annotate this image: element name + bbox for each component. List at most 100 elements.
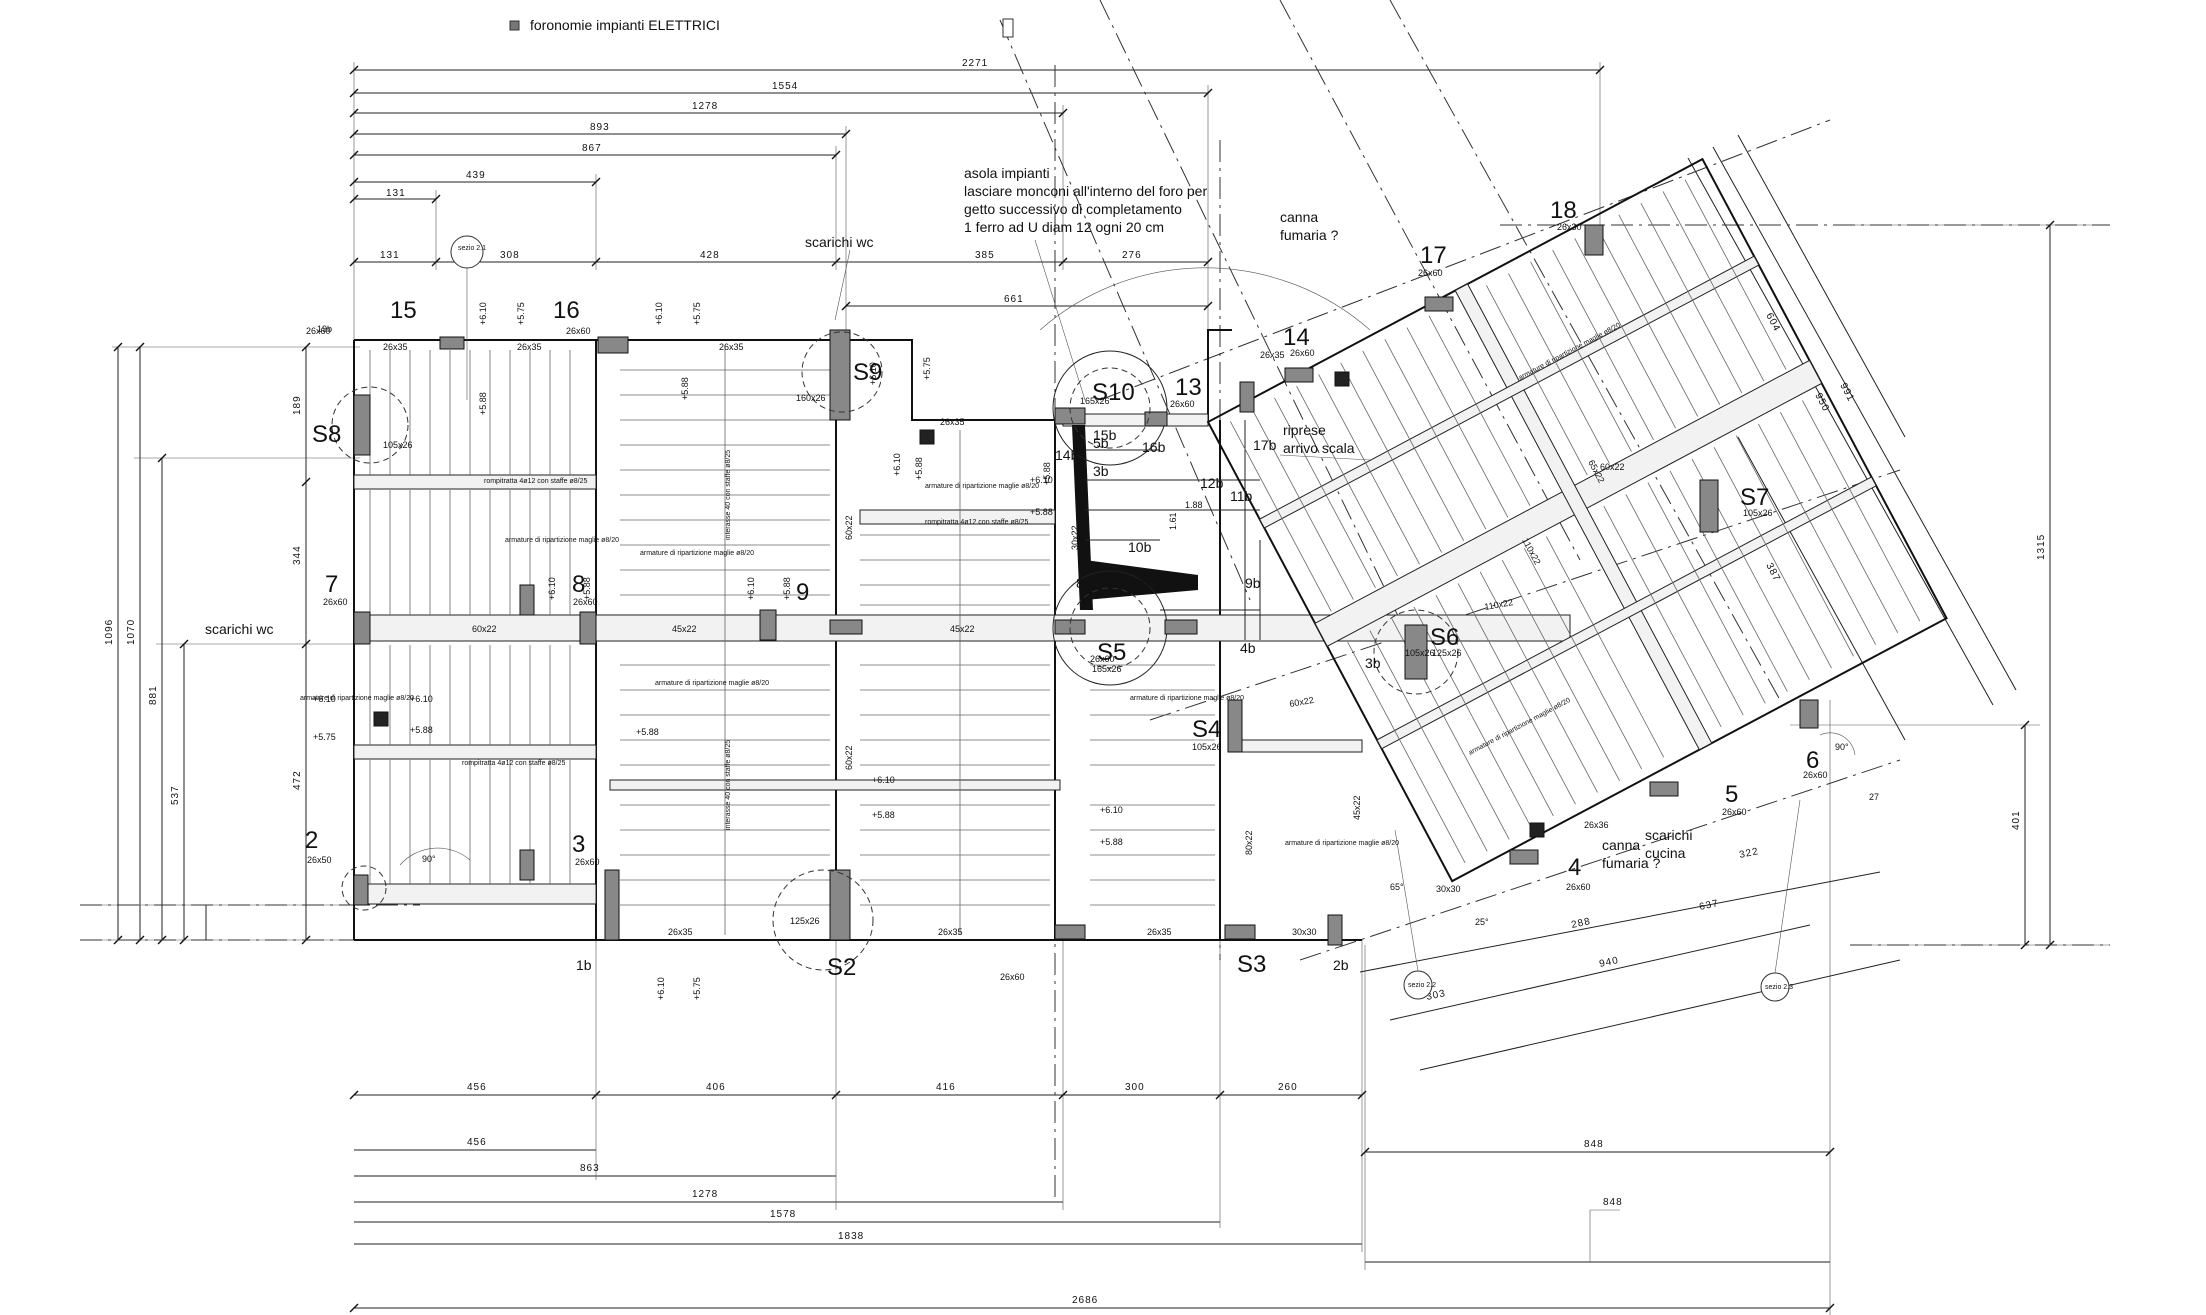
lvl-21: +6.10 [410, 694, 433, 704]
lvl-24: +5.88 [872, 810, 895, 820]
column-circles [331, 331, 1459, 971]
sec-160x26: 160x26 [796, 393, 826, 403]
dim-bot-456b: 456 [467, 1137, 487, 1148]
sheet-ref-23: sezio 2.3 [1765, 984, 1793, 991]
sec-26x35-d: 26x35 [940, 417, 965, 427]
node-6: 6 [1806, 747, 1819, 774]
stair-labels: 15b 16b 14b 17b 12b 11b 10b 9b 8b 7b 6b … [1055, 427, 1277, 591]
sec-165x26-b: 165x26 [1092, 664, 1122, 674]
dim-right-604: 604 [1763, 311, 1782, 334]
annotations: asola impianti lasciare monconi all'inte… [205, 165, 1856, 927]
right-dimension-lines [1687, 134, 2110, 950]
dim-top-1278: 1278 [692, 101, 718, 112]
stair-10b: 10b [1128, 539, 1152, 555]
sec-165x26-a: 165x26 [1080, 396, 1110, 406]
node-2b: 2b [1333, 957, 1349, 973]
note-rompitratta-2: rompitratta 4ø12 con staffe ø8/25 [925, 519, 1028, 526]
stair-188: 1.88 [1185, 500, 1203, 510]
dim-top-893: 893 [590, 122, 610, 133]
note-armature-1: armature di ripartizione maglie ø8/20 [505, 537, 619, 544]
lvl-27: +6.10 [656, 977, 666, 1000]
lvl-10: +5.75 [922, 357, 932, 380]
sec-26x60-m: 26x60 [1090, 654, 1115, 664]
sec-26x60-e: 26x60 [573, 597, 598, 607]
dim-top-428: 428 [700, 250, 720, 261]
lvl-28: +5.75 [692, 977, 702, 1000]
stair-12b: 12b [1200, 475, 1224, 491]
rotated-block [1206, 157, 1948, 883]
canna-fumaria-bottom-1: canna [1602, 837, 1640, 853]
dim-rot-940: 940 [1598, 955, 1620, 970]
sec-26x60-f: 26x60 [575, 857, 600, 867]
sec-26x60-h: 26x60 [1418, 268, 1443, 278]
dim-bot-848b: 848 [1603, 1197, 1623, 1208]
dim-bot-863: 863 [580, 1163, 600, 1174]
dim-top-131b: 131 [380, 250, 400, 261]
sec-26x50: 26x50 [307, 855, 332, 865]
sec-26x30: 26x30 [1557, 222, 1582, 232]
angle-90-right: 90° [1835, 742, 1849, 752]
note-armature-8: armature di ripartizione maglie ø8/20 [1468, 697, 1572, 757]
sec-26x36: 26x36 [1584, 820, 1609, 830]
note-armature-4: armature di ripartizione maglie ø8/20 [300, 695, 414, 702]
node-17: 17 [1420, 242, 1447, 269]
node-S10: S10 [1092, 379, 1135, 406]
lvl-18: +6.10 [313, 694, 336, 704]
dim-bot-406: 406 [706, 1082, 726, 1093]
stair-14b: 14b [1055, 447, 1079, 463]
node-7: 7 [325, 571, 338, 598]
dim-left-1096: 1096 [104, 619, 115, 645]
node-2: 2 [305, 827, 318, 854]
scarichi-wc-top: scarichi wc [805, 234, 873, 250]
columns [353, 224, 1819, 946]
node-3: 3 [572, 831, 585, 858]
dim-left-881: 881 [148, 685, 159, 705]
lvl-11: +5.88 [1042, 462, 1052, 485]
note-armature-6: armature di ripartizione maglie ø8/20 [1130, 695, 1244, 702]
dim-right-27: 27 [1869, 792, 1879, 802]
sec-26x35-c: 26x35 [719, 342, 744, 352]
sec-26x35-b: 26x35 [517, 342, 542, 352]
sec-30x30-a: 30x30 [1292, 927, 1317, 937]
lvl-13: +5.88 [1030, 507, 1053, 517]
lvl-16: +6.10 [746, 577, 756, 600]
lvl-9: +6.10 [892, 453, 902, 476]
node-1b: 1b [576, 957, 592, 973]
canna-fumaria-top-1: canna [1280, 209, 1318, 225]
sec-26x60-i: 26x60 [1566, 882, 1591, 892]
sec-26x60-b: 26x60 [566, 326, 591, 336]
lvl-2: +5.75 [516, 302, 526, 325]
sec-125x26: 125x26 [790, 916, 820, 926]
stair [1039, 267, 1371, 686]
sec-45x22-a: 45x22 [672, 624, 697, 634]
dim-rot-288: 288 [1570, 916, 1592, 931]
dim-bot-2686: 2686 [1072, 1295, 1098, 1306]
angle-65: 65° [1390, 882, 1404, 892]
sec-110x22-b: 110x22 [1484, 597, 1514, 612]
legend-swatch [509, 20, 520, 31]
sec-105x26-c: 105x26 [1743, 508, 1773, 518]
dim-rot-322: 322 [1738, 846, 1760, 861]
dim-top-2271: 2271 [962, 58, 988, 69]
lvl-5: +5.75 [692, 302, 702, 325]
note-interasse-2: interasse 40 con staffe ø8/25 [725, 740, 732, 830]
sec-105x26-a: 105x26 [383, 440, 413, 450]
node-4b: 4b [1240, 640, 1256, 656]
sec-105x26-b: 105x26 [1192, 742, 1222, 752]
stair-11b: 11b [1230, 488, 1253, 504]
sec-60x22-a: 60x22 [472, 624, 497, 634]
dim-bot-416: 416 [936, 1082, 956, 1093]
asola-line-4: 1 ferro ad U diam 12 ogni 20 cm [964, 219, 1164, 235]
stair-9b: 9b [1245, 575, 1261, 591]
bottom-dimension-lines [349, 700, 1901, 1315]
dim-bot-848: 848 [1584, 1139, 1604, 1150]
sheet-ref-22: sezio 2.2 [1408, 982, 1436, 989]
lvl-26: +5.88 [1100, 837, 1123, 847]
dim-right-401: 401 [2011, 810, 2022, 830]
dim-left-537: 537 [170, 785, 181, 805]
dim-top-661: 661 [1004, 294, 1024, 305]
sec-60x22-d: 60x22 [844, 745, 854, 770]
sec-26x35-f: 26x35 [938, 927, 963, 937]
sec-45x22-b: 45x22 [950, 624, 975, 634]
lvl-14: +6.10 [547, 577, 557, 600]
